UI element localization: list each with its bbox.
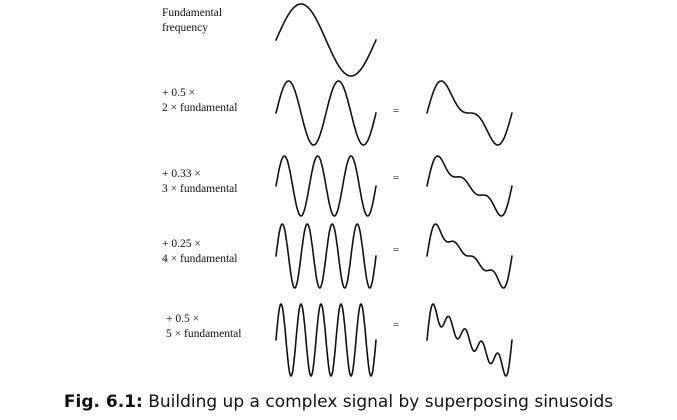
row-label-harmonic-3: + 0.33 × 3 × fundamental (162, 167, 237, 197)
caption-text: Building up a complex signal by superpos… (148, 392, 614, 412)
row-label-line2: 2 × fundamental (162, 102, 238, 114)
row-label-line1: + 0.25 × (162, 238, 201, 250)
sum-wave-3 (426, 155, 513, 217)
equals-sign: = (393, 244, 400, 256)
row-label-harmonic-4: + 0.25 × 4 × fundamental (162, 237, 237, 267)
row-label-line2: 3 × fundamental (162, 183, 238, 195)
sum-wave-5 (426, 303, 513, 377)
row-label-fundamental: Fundamental frequency (162, 6, 222, 36)
row-label-line1: Fundamental (162, 7, 223, 19)
harmonic-wave-4 (275, 223, 377, 289)
equals-sign: = (393, 319, 400, 331)
row-label-line2: frequency (162, 22, 208, 34)
row-label-harmonic-2: + 0.5 × 2 × fundamental (162, 86, 237, 116)
sum-wave-2 (426, 80, 513, 146)
row-label-line1: + 0.5 × (166, 313, 200, 325)
row-label-line2: 4 × fundamental (162, 253, 238, 265)
fundamental-wave (275, 3, 377, 77)
row-label-line1: + 0.5 × (162, 87, 196, 99)
harmonic-wave-5 (275, 303, 377, 377)
caption-label: Fig. 6.1: (63, 392, 143, 412)
harmonic-wave-3 (275, 155, 377, 217)
harmonic-wave-2 (275, 80, 377, 146)
row-label-harmonic-5: + 0.5 × 5 × fundamental (166, 312, 241, 342)
equals-sign: = (393, 172, 400, 184)
figure-caption: Fig. 6.1: Building up a complex signal b… (0, 392, 677, 412)
sum-wave-4 (426, 223, 513, 289)
row-label-line2: 5 × fundamental (166, 328, 242, 340)
equals-sign: = (393, 105, 400, 117)
row-label-line1: + 0.33 × (162, 168, 201, 180)
